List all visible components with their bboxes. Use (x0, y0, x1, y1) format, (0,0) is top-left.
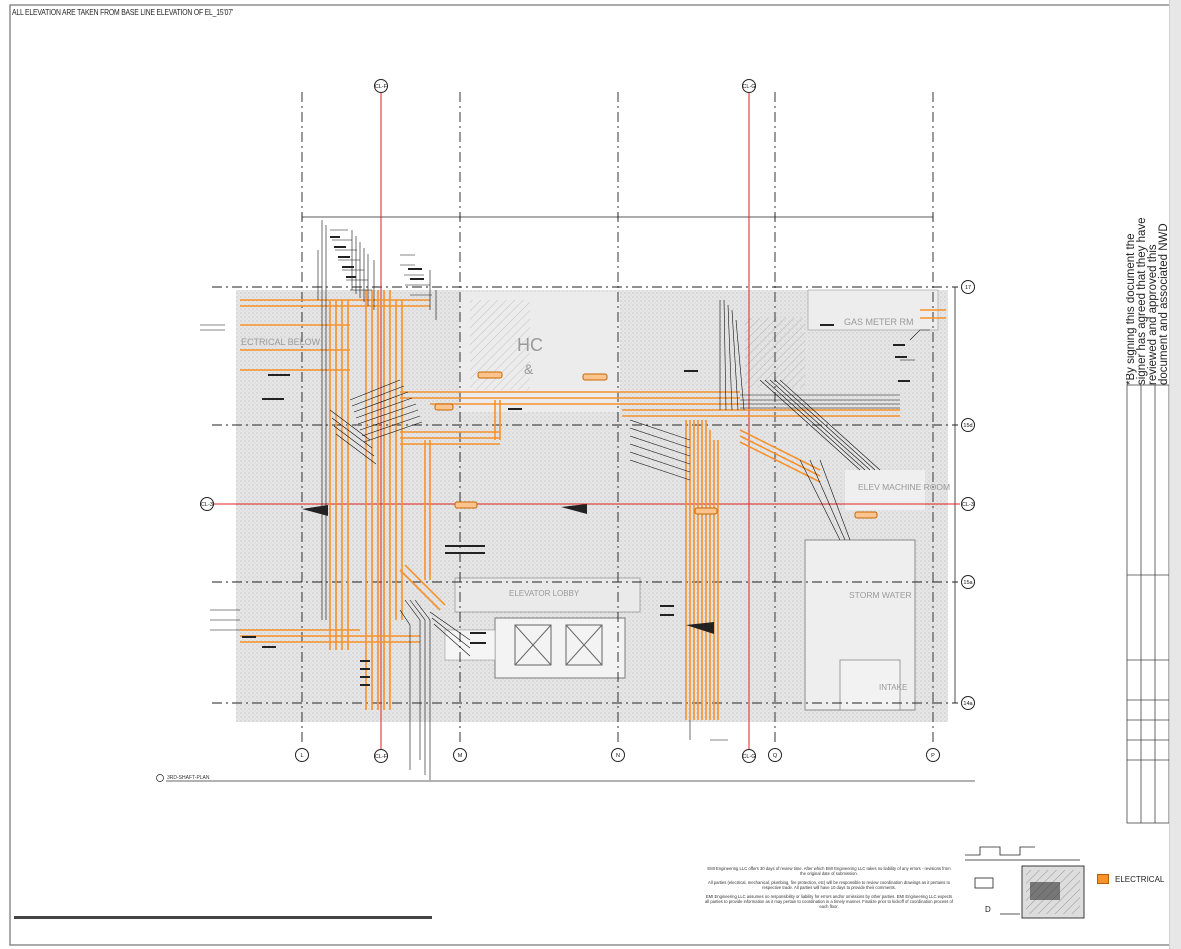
elevation-note: ALL ELEVATION ARE TAKEN FROM BASE LINE E… (12, 8, 233, 17)
signature-note: *By signing this document the signer has… (1126, 217, 1174, 385)
room-label-elev-machine: ELEV MACHINE ROOM (858, 482, 950, 492)
grid-bubble-bottom-p: P (926, 748, 940, 762)
electrical-conduits (240, 290, 946, 720)
svg-text:N: N (616, 753, 620, 759)
svg-text:Q: Q (773, 753, 778, 759)
grid-bubble-bottom-l: L (295, 748, 309, 762)
svg-text:D: D (985, 905, 991, 914)
disclaimer-block: EMI Engineering LLC offers 30 days of re… (704, 866, 954, 913)
legend: ELECTRICAL (1097, 874, 1164, 884)
svg-text:17: 17 (965, 285, 971, 291)
grid-bubble-bottom-m: M (453, 748, 467, 762)
room-label-hc: HC (517, 335, 543, 355)
grid-bubble-top-clg: CL-G (742, 79, 756, 93)
accessible-icon: & (524, 361, 534, 377)
svg-text:CL-3: CL-3 (962, 502, 974, 508)
svg-text:CL-F: CL-F (375, 754, 388, 760)
grid-bubble-bottom-clg: CL-G (742, 749, 756, 763)
svg-text:14a: 14a (963, 701, 973, 707)
svg-text:CL-3: CL-3 (201, 502, 213, 508)
grid-bubble-bottom-clf: CL-F (374, 749, 388, 763)
tag-stacks (242, 236, 910, 686)
grid-bubble-bottom-n: N (611, 748, 625, 762)
grid-bubble-right-14a: 14a (961, 696, 975, 710)
view-title-marker (156, 774, 975, 782)
legend-label: ELECTRICAL (1115, 874, 1165, 884)
title-block (1126, 384, 1170, 824)
scrollbar[interactable] (1169, 0, 1181, 949)
svg-text:M: M (458, 753, 463, 759)
grid-bubble-right-cl3: CL-3 (961, 497, 975, 511)
svg-text:CL-G: CL-G (742, 84, 755, 90)
svg-text:15d: 15d (963, 423, 972, 429)
room-label-elevator-lobby: ELEVATOR LOBBY (509, 589, 580, 598)
room-label-storm-water: STORM WATER (849, 590, 912, 600)
svg-text:CL-F: CL-F (375, 84, 388, 90)
view-title: 3RD-SHAFT-PLAN (167, 775, 210, 781)
grid-bubble-right-15d: 15d (961, 418, 975, 432)
disclaimer-paragraph: EMI Engineering LLC assumes no responsib… (704, 894, 954, 909)
disclaimer-paragraph: EMI Engineering LLC offers 30 days of re… (707, 866, 951, 876)
room-label-electrical-below: ECTRICAL BELOW (241, 337, 321, 347)
svg-text:CL-G: CL-G (742, 754, 755, 760)
grid-bubble-bottom-q: Q (768, 748, 782, 762)
svg-text:15a: 15a (963, 580, 973, 586)
bottom-text-strip (14, 916, 432, 919)
room-label-intake: INTAKE (879, 683, 907, 692)
annotation-leaders (200, 220, 930, 780)
grid-bubble-right-17: 17 (961, 280, 975, 294)
grid-bubble-top-clf: CL-F (374, 79, 388, 93)
svg-text:P: P (931, 753, 935, 759)
key-plan: D (965, 846, 1085, 919)
electrical-swatch (1097, 874, 1109, 884)
grid-bubble-right-15a: 15a (961, 575, 975, 589)
vertical-grid-lines (301, 92, 934, 745)
disclaimer-paragraph: All parties (electrical, mechanical, plu… (707, 880, 951, 890)
room-label-gas-meter: GAS METER RM (844, 317, 914, 327)
grid-bubble-left-cl3: CL-3 (200, 497, 214, 511)
svg-text:L: L (300, 753, 303, 759)
